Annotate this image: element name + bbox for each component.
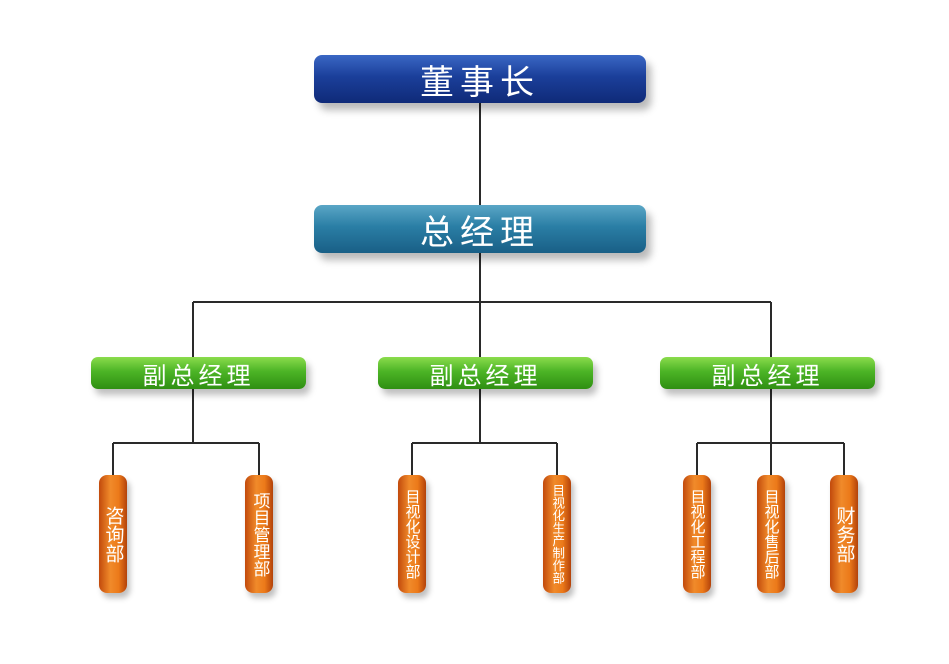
deputy-label-3: 副总经理: [711, 361, 824, 390]
general-manager-label: 总经理: [420, 212, 540, 253]
deputy-label-2: 副总经理: [429, 361, 542, 390]
dept-label-visual-design: 目视化设计部: [403, 489, 422, 579]
dept-node-finance: 财务部: [830, 475, 858, 593]
dept-node-project-management: 项目管理部: [245, 475, 273, 593]
dept-node-visual-engineering: 目视化工程部: [683, 475, 711, 593]
chairman-node: 董事长: [314, 55, 646, 103]
deputy-node-2: 副总经理: [378, 357, 593, 390]
general-manager-node: 总经理: [314, 205, 646, 253]
deputy-label-1: 副总经理: [142, 361, 255, 390]
dept-node-visual-after-sales: 目视化售后部: [757, 475, 785, 593]
dept-label-consulting: 咨询部: [102, 505, 125, 563]
dept-label-visual-engineering: 目视化工程部: [688, 489, 707, 579]
dept-node-visual-production: 目视化生产制作部: [543, 475, 571, 593]
dept-label-finance: 财务部: [833, 505, 856, 563]
chairman-label: 董事长: [420, 62, 540, 103]
dept-node-visual-design: 目视化设计部: [398, 475, 426, 593]
dept-label-visual-production: 目视化生产制作部: [550, 484, 566, 584]
deputy-node-1: 副总经理: [91, 357, 306, 390]
deputy-node-3: 副总经理: [660, 357, 875, 390]
dept-label-project-management: 项目管理部: [249, 491, 270, 577]
dept-node-consulting: 咨询部: [99, 475, 127, 593]
dept-label-visual-after-sales: 目视化售后部: [762, 489, 781, 579]
